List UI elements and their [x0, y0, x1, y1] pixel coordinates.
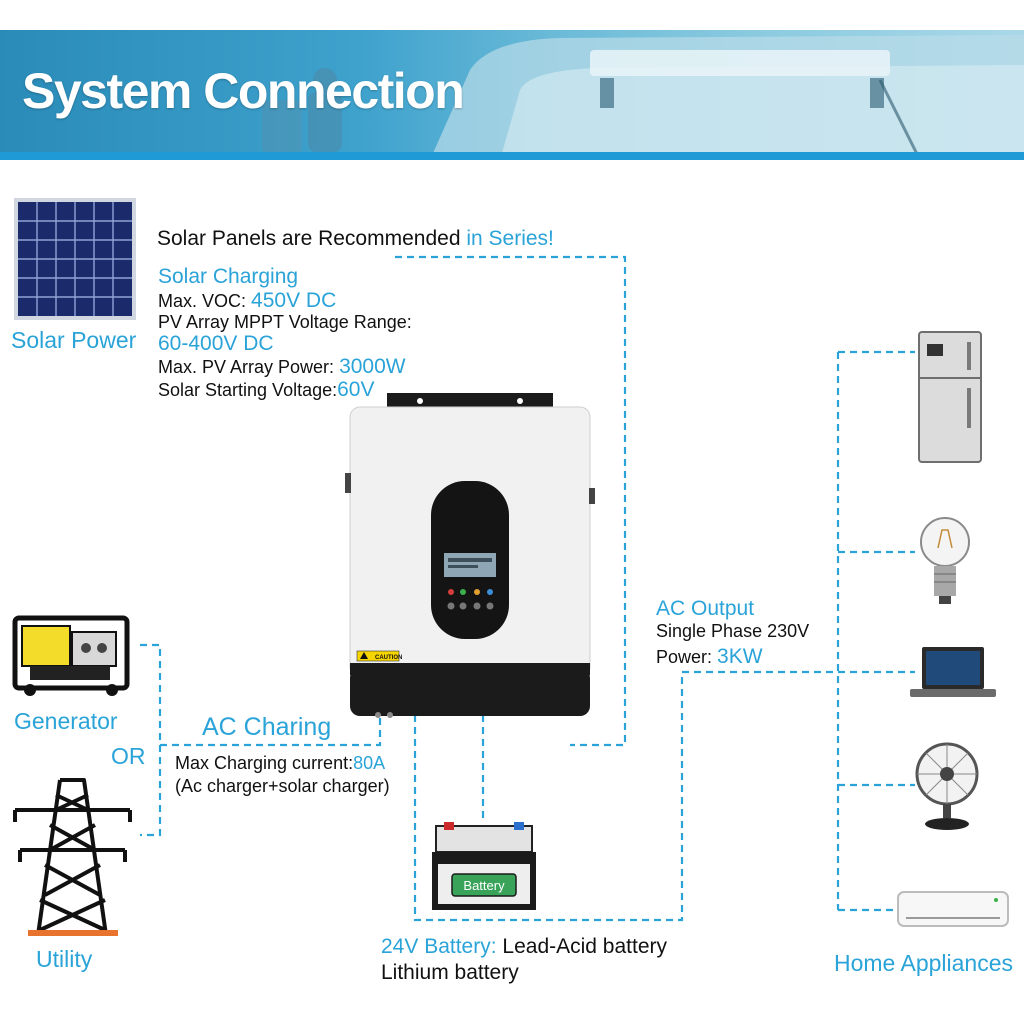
home-appliances-label: Home Appliances — [834, 950, 1013, 976]
generator-icon — [12, 615, 130, 696]
banner-underline — [0, 152, 1024, 160]
battery-sticker-label: Battery — [463, 878, 505, 893]
solar-panel-icon — [14, 198, 136, 320]
air-conditioner-icon — [897, 891, 1009, 927]
generator-label: Generator — [14, 708, 118, 734]
ac-output-power-value: 3KW — [717, 645, 763, 668]
solar-mppt-value: 60-400V DC — [158, 332, 274, 355]
battery-voltage-line: 24V Battery: Lead-Acid battery — [381, 935, 667, 959]
battery-voltage: 24V Battery: — [381, 935, 497, 958]
utility-label: Utility — [36, 946, 93, 972]
solar-start-value: 60V — [337, 378, 375, 401]
utility-tower-icon — [13, 778, 132, 936]
ac-output-power-label: Power: — [656, 647, 713, 667]
battery-type-lead-acid: Lead-Acid battery — [502, 935, 668, 958]
solar-recommend-text: Solar Panels are Recommended — [157, 227, 461, 250]
solar-start-label: Solar Starting Voltage: — [158, 380, 338, 400]
solar-recommend-highlight: in Series! — [466, 227, 554, 250]
ac-charging-current: Max Charging current:80A — [175, 753, 385, 774]
refrigerator-icon — [918, 331, 982, 463]
banner-scene-image — [262, 35, 1024, 160]
inverter-caution-label: CAUTION — [375, 655, 402, 661]
solar-voc-label: Max. VOC: — [158, 291, 247, 311]
laptop-icon — [910, 647, 996, 697]
solar-voc-value: 450V DC — [251, 289, 337, 312]
light-bulb-icon — [920, 517, 970, 604]
ac-charging-current-value: 80A — [353, 753, 386, 773]
solar-power-label: Solar Power — [11, 327, 137, 353]
ac-output-phase: Single Phase 230V — [656, 621, 810, 641]
solar-max-power: Max. PV Array Power: 3000W — [158, 355, 406, 379]
solar-charging-title: Solar Charging — [158, 265, 299, 288]
battery-icon: Battery — [432, 822, 536, 910]
solar-mppt-label: PV Array MPPT Voltage Range: — [158, 312, 412, 332]
solar-recommendation: Solar Panels are Recommended in Series! — [157, 227, 554, 251]
fan-icon — [915, 742, 979, 830]
header-banner — [0, 30, 1024, 160]
solar-start-voltage: Solar Starting Voltage:60V — [158, 378, 375, 402]
page-title: System Connection — [22, 63, 465, 119]
ac-output-title: AC Output — [656, 597, 755, 620]
ac-charging-note: (Ac charger+solar charger) — [175, 776, 390, 796]
or-label: OR — [111, 743, 146, 769]
solar-power-max-label: Max. PV Array Power: — [158, 357, 335, 377]
inverter-unit: CAUTION — [345, 393, 595, 718]
battery-type-lithium: Lithium battery — [381, 961, 519, 984]
ac-charging-title: AC Charing — [202, 713, 332, 741]
ac-charging-current-label: Max Charging current: — [175, 753, 354, 773]
solar-power-max-value: 3000W — [339, 355, 406, 378]
ac-output-power: Power: 3KW — [656, 645, 763, 669]
solar-voc: Max. VOC: 450V DC — [158, 289, 336, 313]
